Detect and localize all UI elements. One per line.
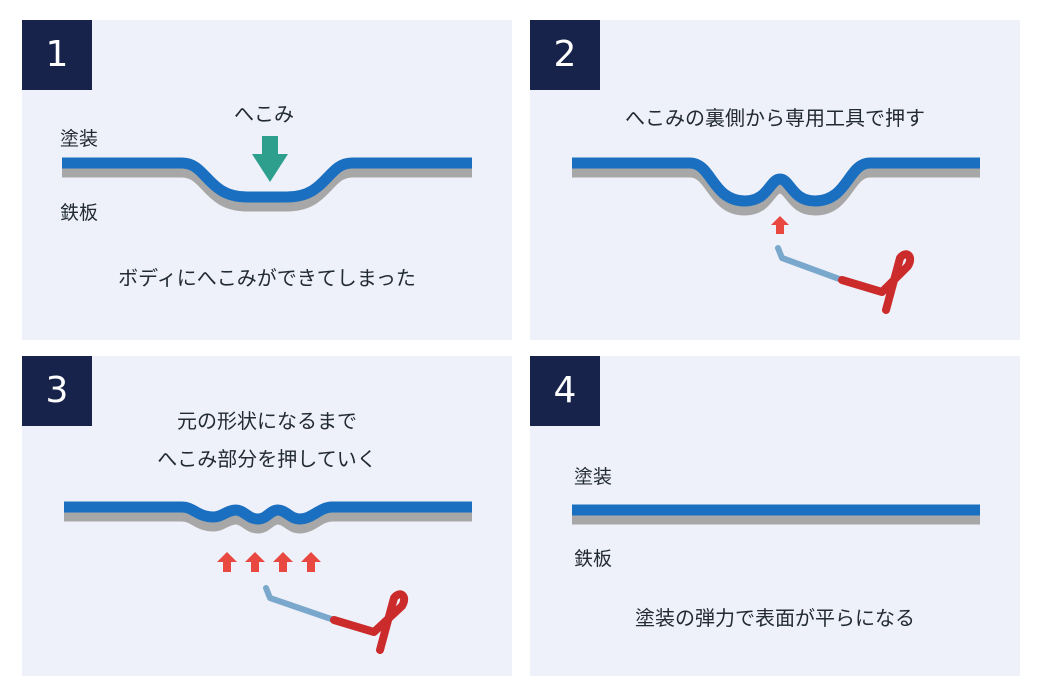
push-arrow-icon xyxy=(771,216,789,234)
step-2-caption: へこみの裏側から専用工具で押す xyxy=(625,106,925,130)
steel-label: 鉄板 xyxy=(60,202,99,224)
steel-layer xyxy=(64,510,472,534)
push-arrow-icon xyxy=(301,552,321,572)
step-2-badge: 2 xyxy=(530,20,600,90)
step-3-panel: 3 元の形状になるまで へこみ部分を押していく xyxy=(22,356,512,676)
dent-arrow-icon xyxy=(252,136,288,182)
step-2-panel: 2 へこみの裏側から専用工具で押す xyxy=(530,20,1020,340)
push-from-back-illustration xyxy=(572,157,980,314)
tool-handle xyxy=(838,250,915,314)
tool-handle xyxy=(330,590,409,654)
step-3-caption-line-1: 元の形状になるまで xyxy=(177,409,357,433)
step-1-badge: 1 xyxy=(22,20,92,90)
step-3-badge: 3 xyxy=(22,356,92,426)
paint-label: 塗装 xyxy=(574,466,613,488)
paint-layer xyxy=(572,157,980,207)
step-4-badge: 4 xyxy=(530,356,600,426)
paint-layer xyxy=(64,501,472,525)
dent-label: へこみ xyxy=(234,102,294,126)
step-3-caption-line-2: へこみ部分を押していく xyxy=(157,447,377,471)
steel-layer xyxy=(62,166,472,212)
step-4-panel: 4 塗装 鉄板 塗装の弾力で表面が平らになる xyxy=(530,356,1020,676)
paint-label: 塗装 xyxy=(60,128,99,150)
paint-layer xyxy=(62,157,472,203)
steel-layer xyxy=(572,166,980,216)
step-1-caption: ボディにへこみができてしまった xyxy=(118,266,416,290)
tool-rod xyxy=(775,245,845,283)
push-arrow-icon xyxy=(273,552,293,572)
push-repeatedly-illustration xyxy=(64,501,472,654)
dented-panel-illustration xyxy=(62,136,472,212)
push-arrow-icon xyxy=(217,552,237,572)
flat-panel-illustration xyxy=(572,504,980,525)
push-arrow-icon xyxy=(245,552,265,572)
tool-rod xyxy=(263,585,337,623)
step-4-caption: 塗装の弾力で表面が平らになる xyxy=(635,606,915,630)
step-1-panel: 1 塗装 鉄板 へこみ ボディにへこみができてしまった xyxy=(22,20,512,340)
steel-label: 鉄板 xyxy=(574,548,613,570)
